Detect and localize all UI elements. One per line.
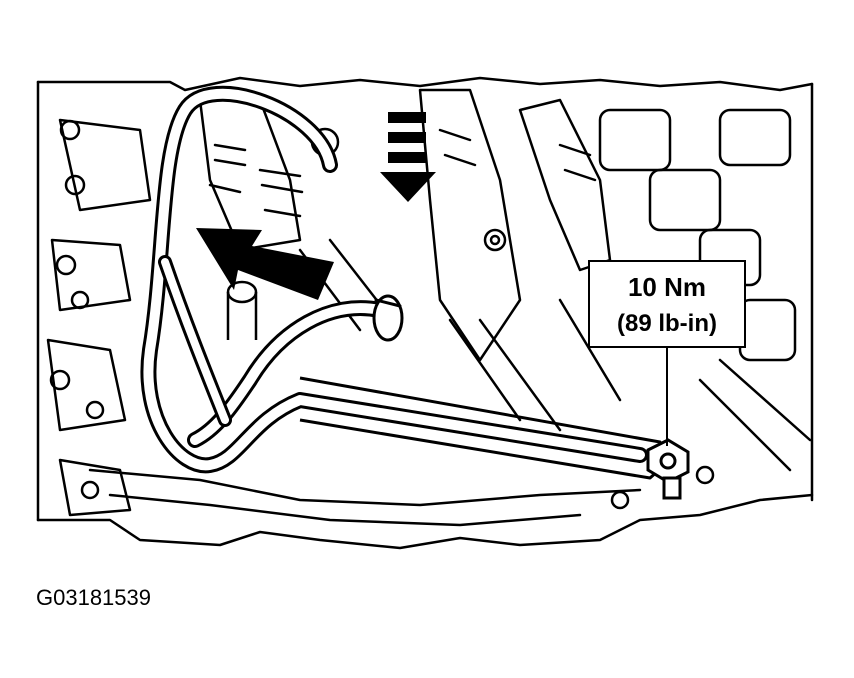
torque-callout: 10 Nm (89 lb-in) <box>588 260 746 348</box>
tube-assembly <box>140 85 648 474</box>
torque-metric-label: 10 Nm <box>627 272 707 302</box>
hatch-marks <box>208 128 597 218</box>
torque-imperial-label: (89 lb-in) <box>617 310 717 337</box>
engine-block-background <box>36 76 814 550</box>
dashed-down-arrow-icon <box>380 112 436 202</box>
figure-id: G03181539 <box>36 585 151 610</box>
bolt-icon <box>646 438 690 500</box>
diagonal-arrow-icon <box>196 228 334 300</box>
